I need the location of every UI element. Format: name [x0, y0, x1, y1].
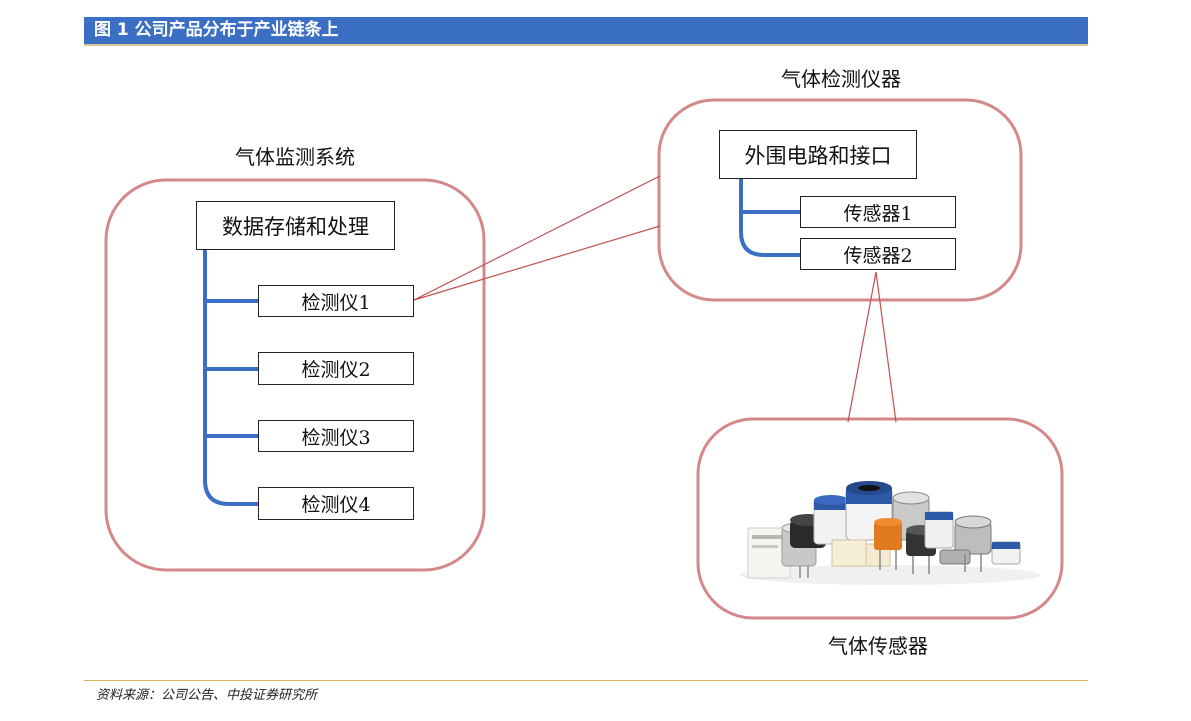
detector-node-1: 检测仪1 — [258, 285, 414, 317]
header-rule — [84, 44, 1088, 46]
connector-sensor2-left — [847, 271, 877, 423]
sensor-node-1: 传感器1 — [800, 196, 956, 228]
source-note: 资料来源：公司公告、中投证券研究所 — [96, 688, 318, 703]
system-group-title: 气体监测系统 — [235, 145, 355, 169]
figure-title: 图 1 公司产品分布于产业链条上 — [94, 20, 339, 40]
sensor-group-border — [696, 417, 1064, 620]
system-tree-trunk — [203, 249, 258, 506]
connector-sensor2-right — [875, 271, 897, 423]
detector-node-3: 检测仪3 — [258, 420, 414, 452]
sensor-node-2: 传感器2 — [800, 238, 956, 270]
connector-detector1-top — [413, 175, 661, 301]
instrument-tree-trunk — [739, 179, 800, 257]
system-group-border — [104, 178, 486, 572]
figure-title-bar: 图 1 公司产品分布于产业链条上 — [84, 17, 1088, 44]
instrument-group-title: 气体检测仪器 — [781, 67, 901, 91]
footer-rule — [84, 680, 1088, 681]
gas-sensor-products-photo — [740, 481, 1040, 585]
sensor-group-title: 气体传感器 — [828, 634, 928, 658]
detector-node-4: 检测仪4 — [258, 487, 414, 520]
system-root-node: 数据存储和处理 — [196, 201, 395, 250]
instrument-group-border — [657, 98, 1023, 302]
instrument-root-node: 外围电路和接口 — [719, 130, 917, 179]
connector-detector1-bottom — [413, 225, 661, 301]
detector-node-2: 检测仪2 — [258, 352, 414, 385]
